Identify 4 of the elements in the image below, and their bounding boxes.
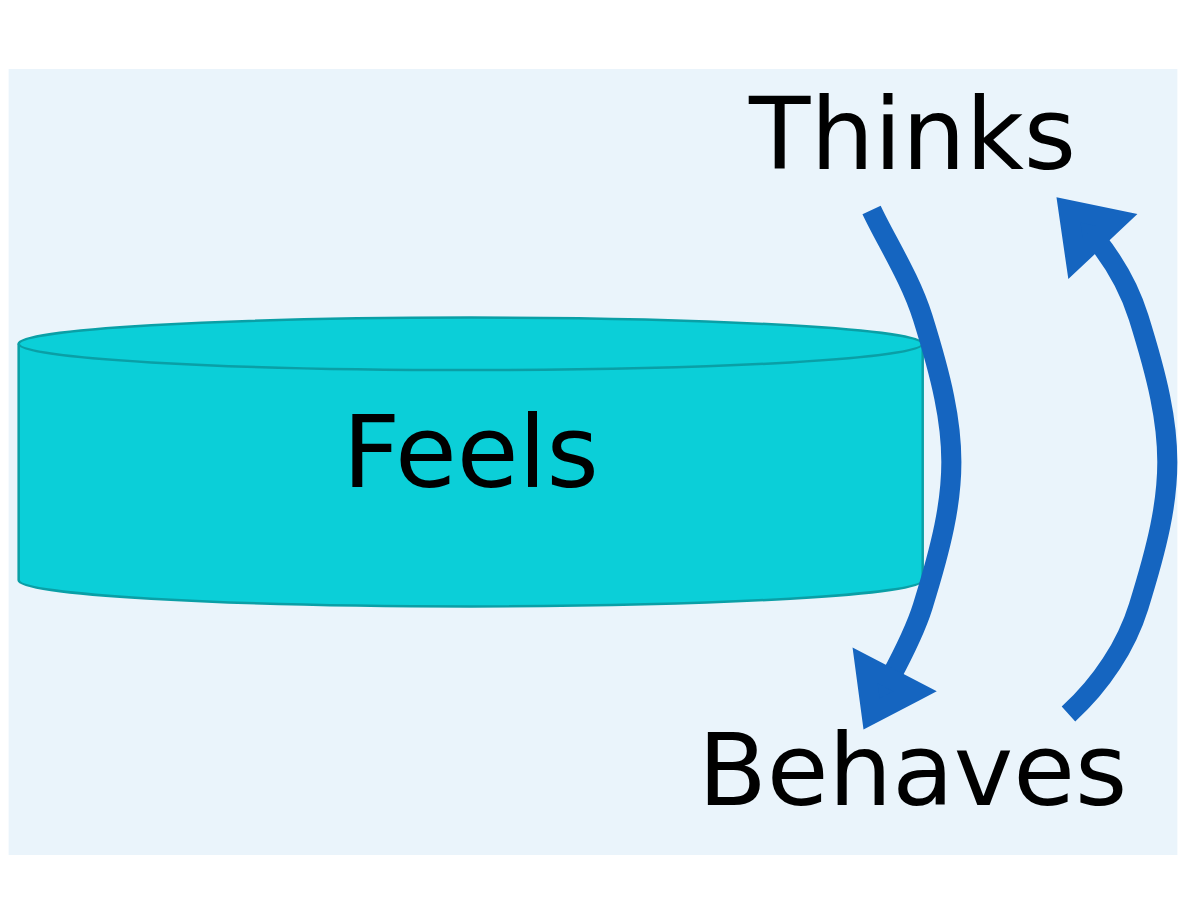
node-text: Thinks bbox=[749, 76, 1077, 194]
arrow bbox=[852, 205, 962, 730]
arrow bbox=[1056, 197, 1178, 722]
node-text: Behaves bbox=[697, 711, 1128, 829]
